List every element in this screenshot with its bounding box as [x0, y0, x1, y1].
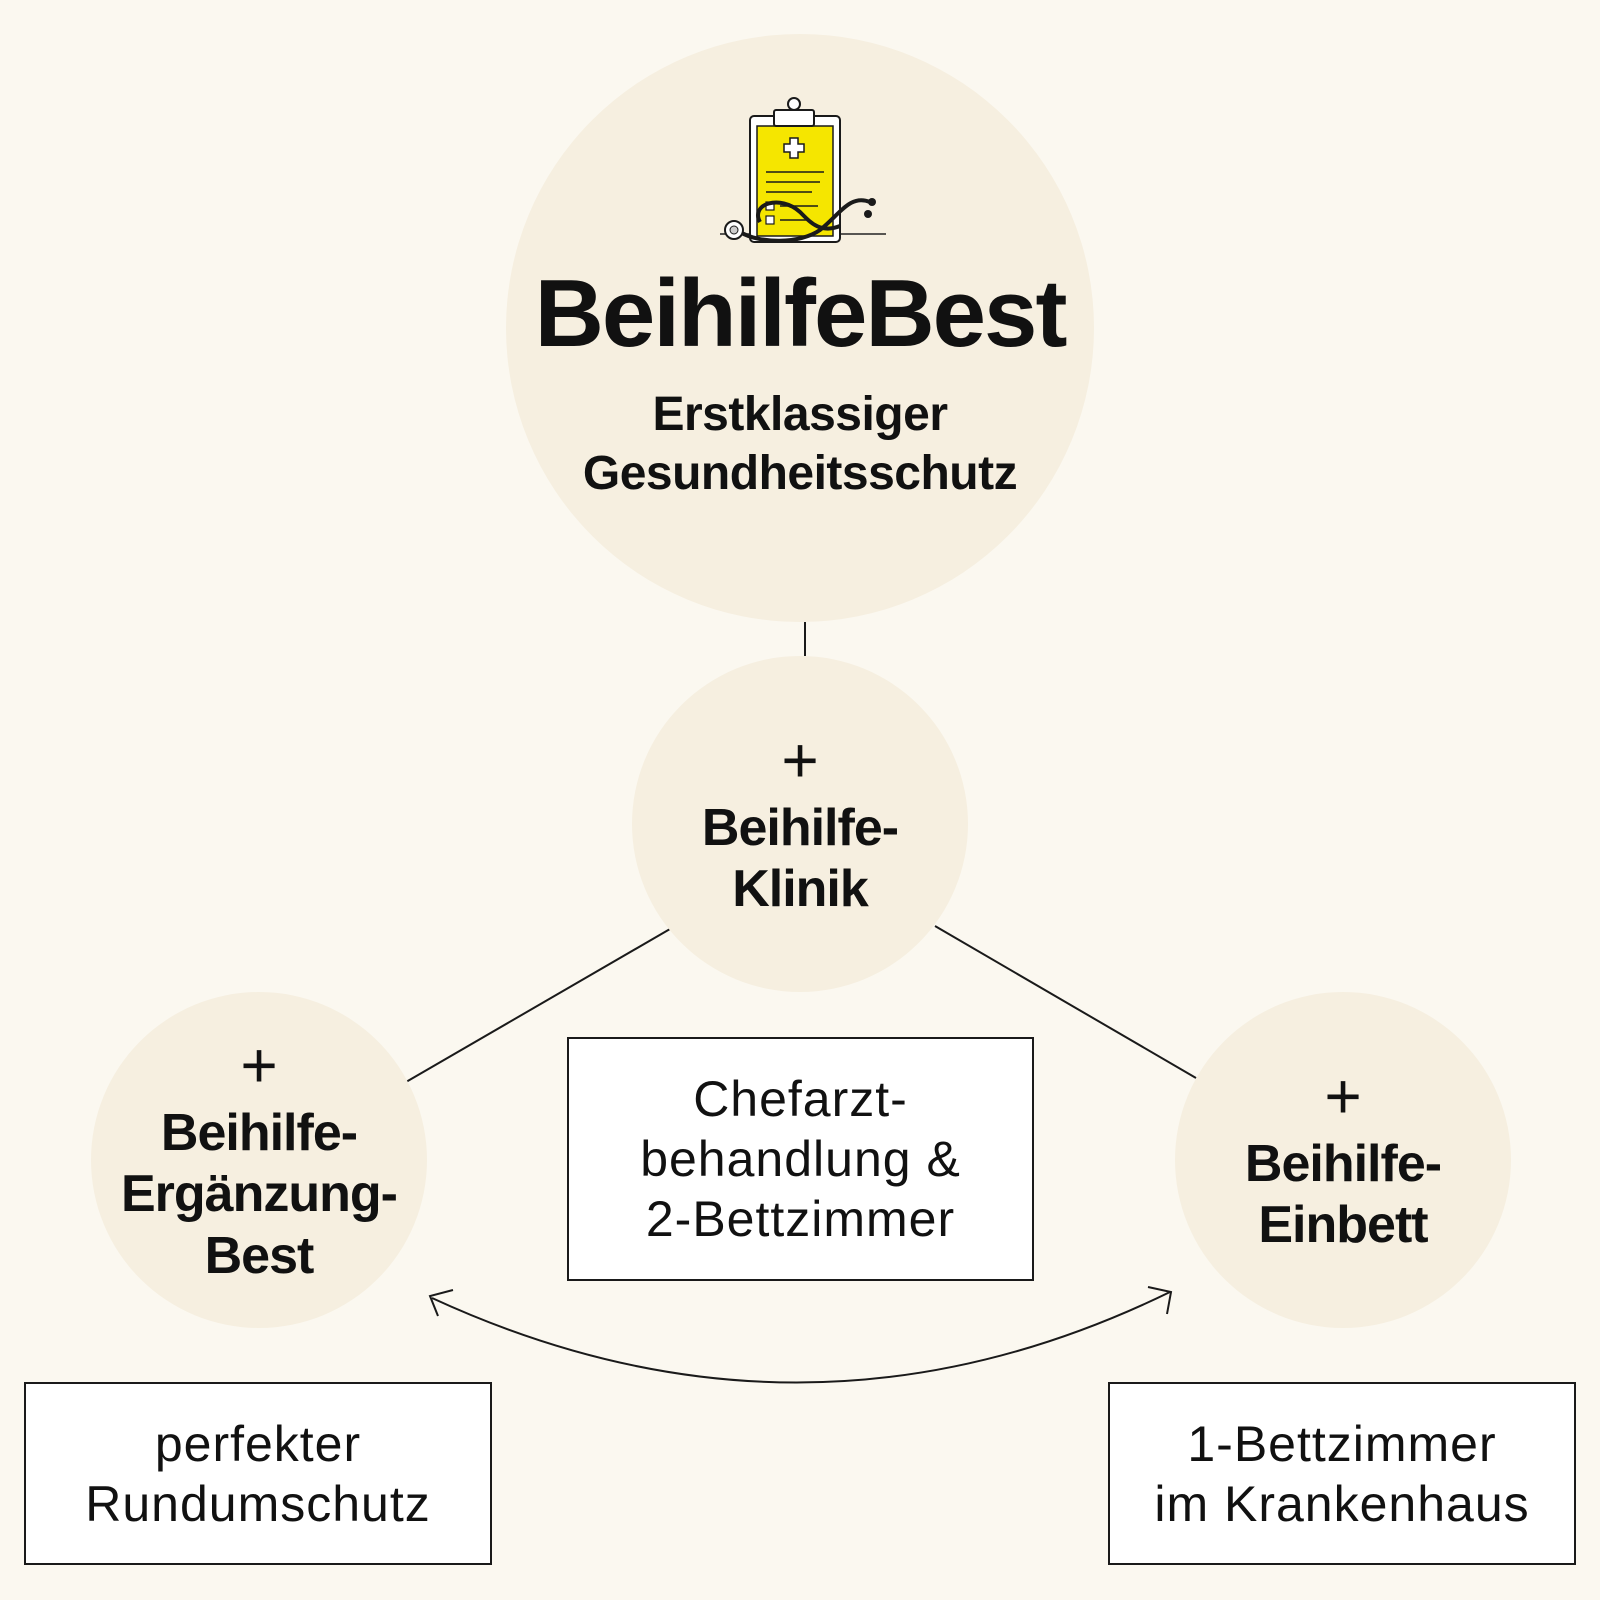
connector-center-left [405, 928, 671, 1083]
right-note-box: 1-Bettzimmer im Krankenhaus [1108, 1382, 1576, 1565]
right-node-title: Beihilfe- Einbett [1244, 1134, 1442, 1257]
center-node-circle: + Beihilfe- Klinik [632, 656, 968, 992]
arrow-head-left [428, 1289, 454, 1317]
clipboard-stethoscope-icon [720, 97, 886, 243]
left-node-circle: + Beihilfe- Ergänzung- Best [91, 992, 427, 1328]
main-node-title: BeihilfeBest [534, 260, 1068, 367]
left-node-title-line2: Ergänzung- [121, 1165, 398, 1224]
main-node-subtitle-line1: Erstklassiger [652, 388, 948, 441]
connector-center-right [934, 925, 1197, 1079]
center-node-plus: + [781, 723, 819, 796]
main-node-circle: BeihilfeBest Erstklassiger Gesundheitssc… [506, 34, 1094, 622]
left-node-title-line1: Beihilfe- [160, 1103, 358, 1162]
center-node-title-line1: Beihilfe- [701, 798, 899, 857]
arrow-head-right [1147, 1286, 1173, 1315]
center-note-box: Chefarzt- behandlung & 2-Bettzimmer [567, 1037, 1034, 1281]
right-node-title-line2: Einbett [1258, 1196, 1428, 1254]
right-node-circle: + Beihilfe- Einbett [1175, 992, 1511, 1328]
left-note-box: perfekter Rundumschutz [24, 1382, 492, 1565]
double-arrow-curve [431, 1291, 1171, 1384]
center-node-title-line2: Klinik [732, 860, 869, 918]
main-node-subtitle: Erstklassiger Gesundheitsschutz [582, 386, 1018, 503]
main-node-subtitle-line2: Gesundheitsschutz [582, 446, 1018, 500]
center-node-title: Beihilfe- Klinik [701, 798, 899, 921]
right-node-title-line1: Beihilfe- [1244, 1134, 1442, 1193]
left-node-plus: + [240, 1028, 278, 1101]
left-node-title: Beihilfe- Ergänzung- Best [121, 1103, 398, 1287]
left-node-title-line3: Best [204, 1226, 315, 1285]
right-node-plus: + [1324, 1059, 1362, 1132]
